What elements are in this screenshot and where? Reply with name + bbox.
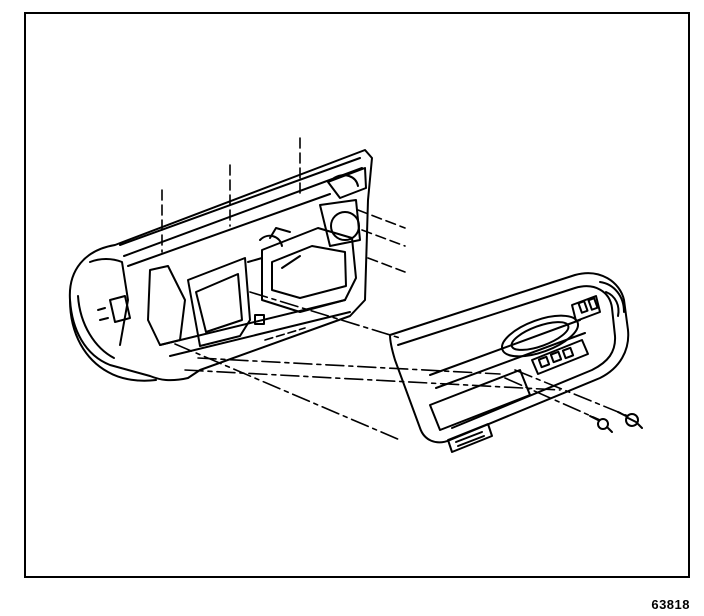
diagram-frame [24,12,690,578]
alignment-leader-lines [161,137,629,441]
door-trim-panel [389,272,630,453]
figure-number: 63818 [651,597,690,612]
screw-fasteners [589,411,643,433]
door-inner-frame [68,149,373,382]
